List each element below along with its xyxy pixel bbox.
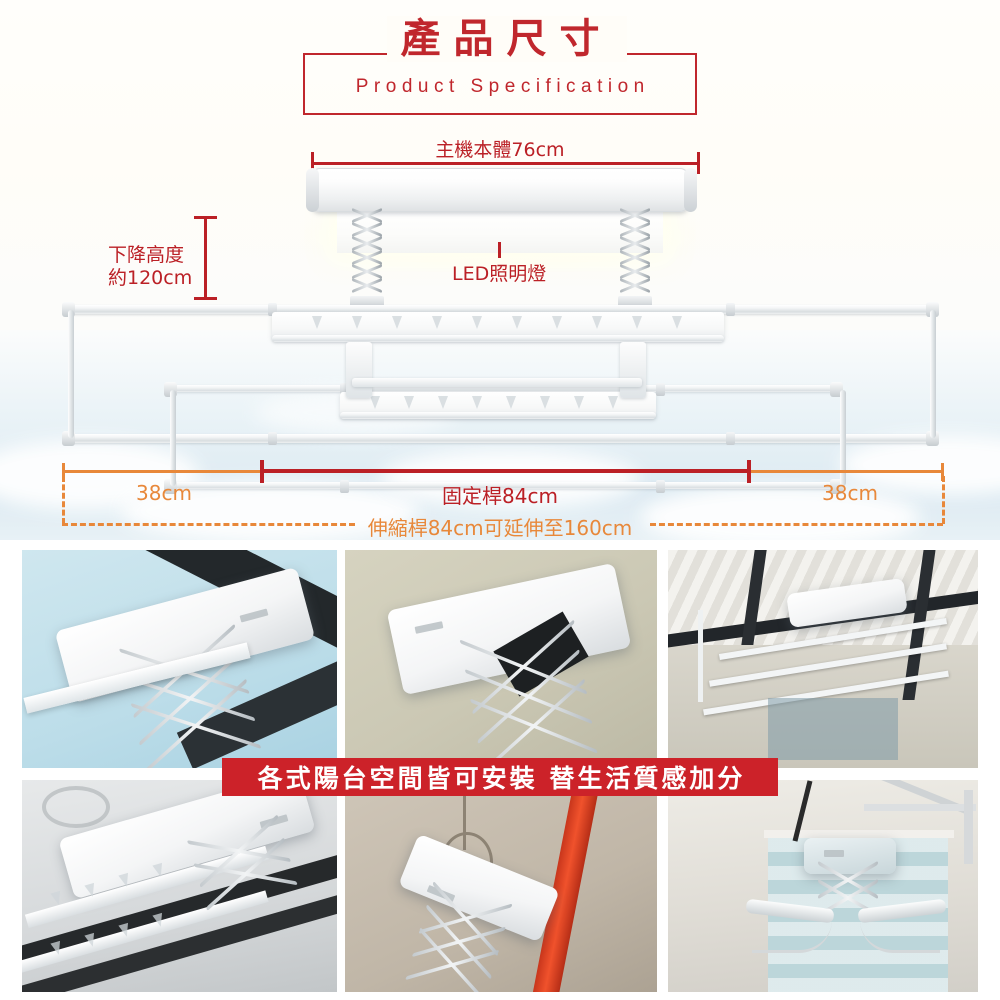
outer-post-left [68,310,74,438]
inner-rod-joint-tr [656,383,665,396]
page-subtitle: Product Specification [355,76,650,97]
led-callout-leader [498,242,501,258]
height-dimension-line [204,216,207,300]
extension-label: 伸縮桿84cm可延伸至160cm [367,516,633,540]
photo-1-scene [22,550,337,768]
promo-banner: 各式陽台空間皆可安裝 替生活質感加分 [222,758,778,796]
top-dimension-tick-left [311,152,314,174]
scissor-lift-left [352,207,382,302]
top-dimension-tick-right [697,152,700,174]
center-cross-bar [352,378,642,387]
center-span-tick-left [260,460,264,483]
promo-banner-text: 各式陽台空間皆可安裝 替生活質感加分 [257,764,746,793]
inner-rod-joint-br [656,480,665,493]
main-unit-endcap-left [306,168,319,212]
photo-3-scene [668,550,978,768]
gallery-photo-1[interactable] [22,550,337,768]
photo-6-scene [668,780,978,992]
product-illustration [0,120,1000,520]
inner-rod-joint-bl [340,480,349,493]
top-dimension-label: 主機本體76cm [435,139,565,161]
outer-rod-top [66,305,936,314]
extension-dash-left [62,476,65,524]
extension-dash-left-segment [62,523,355,526]
cloud-shape [380,450,640,508]
photo-6-unit [804,838,896,874]
inner-post-left [170,390,176,486]
center-carriage-left [346,342,372,398]
outer-rod-joint-tl [268,303,277,316]
inner-post-right [840,390,846,486]
outer-rod-joint-bl [268,432,277,445]
outer-post-right [930,310,936,438]
outer-rod-bottom [66,434,936,443]
height-dimension-label-line2: 約120cm [108,267,193,289]
cloud-shape [640,485,920,549]
inner-rod-endcap-br [830,479,843,494]
left-span-line [62,470,265,473]
outer-rod-joint-br [726,432,735,445]
photo-2-scissor [459,619,601,768]
height-dimension-label-line1: 下降高度 [108,244,185,266]
gallery-photo-2[interactable] [345,550,657,768]
page-title-text: 產品尺寸 [386,16,627,62]
left-span-tick [62,463,65,481]
extension-dash-right-segment [650,523,943,526]
inner-rod-top [168,385,838,392]
center-span-line [262,469,751,473]
left-span-label: 38cm [136,481,192,505]
inner-rod-bottom [168,482,838,489]
height-dimension-tick-bottom [194,297,217,300]
photo-2-scene [345,550,657,768]
scissor-lift-right [620,207,650,302]
height-dimension-tick-top [194,216,217,219]
gallery-photo-4[interactable] [22,780,337,992]
gallery-photo-3[interactable] [668,550,978,768]
center-span-label: 固定桿84cm [442,484,558,508]
hanger-rod-lower [340,412,656,419]
gallery-photo-6[interactable] [668,780,978,992]
main-unit-housing [311,168,689,212]
right-span-tick [941,463,944,481]
right-span-label: 38cm [822,481,878,505]
gallery-photo-5[interactable] [345,780,657,992]
top-dimension-line [311,162,700,165]
outer-rod-joint-tr [726,303,735,316]
extension-dash-right [942,476,945,524]
center-carriage-right [620,342,646,398]
page-title: 產品尺寸 [0,16,1000,62]
main-unit-endcap-right [684,168,697,212]
photo-5-scene [345,780,657,992]
right-span-line [748,470,944,473]
hanger-rod-upper [272,335,724,342]
inner-rod-joint-tl [340,383,349,396]
led-callout-label: LED照明燈 [452,263,547,285]
center-span-tick-right [747,460,751,483]
inner-rod-endcap-tr [830,382,843,397]
photo-4-scene [22,780,337,992]
